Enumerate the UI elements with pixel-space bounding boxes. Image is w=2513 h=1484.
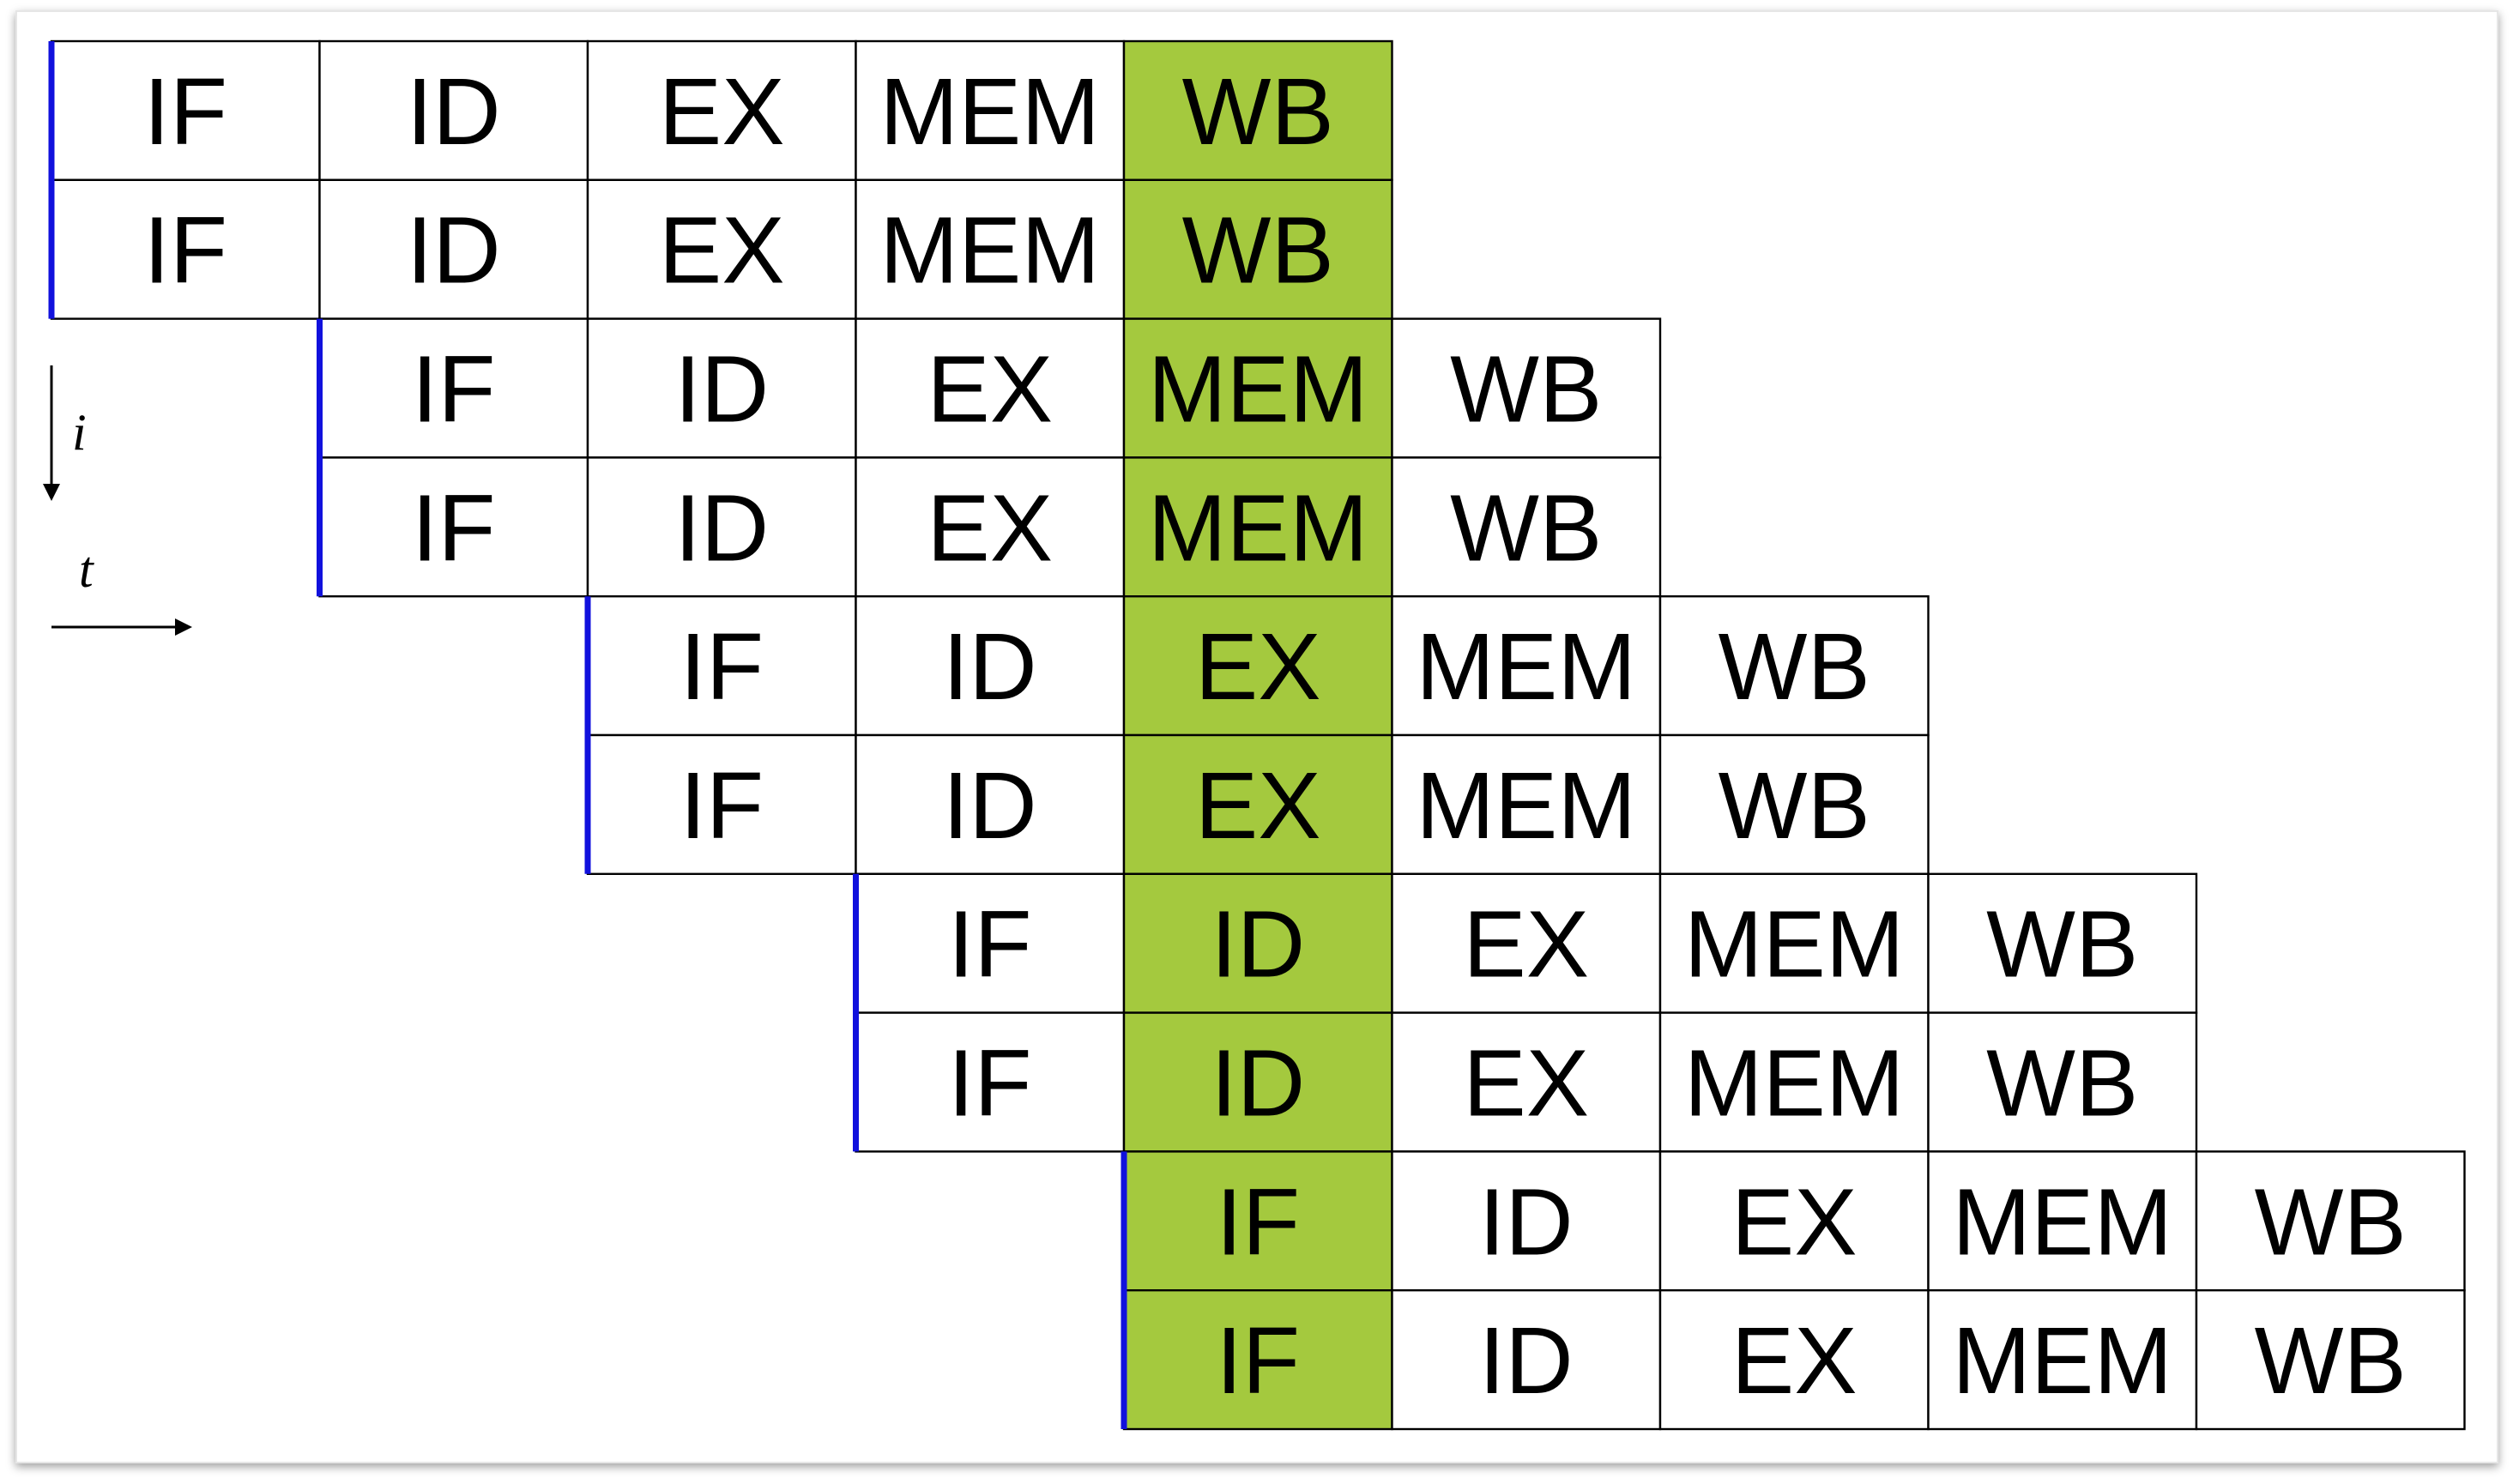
stage-label-id: ID — [674, 337, 769, 443]
stage-label-if: IF — [143, 59, 227, 165]
stage-label-ex: EX — [1195, 753, 1321, 859]
stage-label-if: IF — [948, 1031, 1032, 1137]
stage-label-mem: MEM — [1416, 614, 1636, 720]
stage-label-if: IF — [1216, 1308, 1300, 1414]
stage-label-id: ID — [407, 59, 501, 165]
stage-label-id: ID — [407, 198, 501, 304]
stage-label-mem: MEM — [1952, 1169, 2172, 1275]
stage-cell — [586, 178, 857, 320]
stage-label-wb: WB — [2255, 1169, 2407, 1275]
stage-label-mem: MEM — [1416, 753, 1636, 859]
stage-label-if: IF — [680, 753, 764, 859]
stage-label-id: ID — [1479, 1169, 1574, 1275]
stage-cell — [855, 595, 1126, 737]
stage-label-id: ID — [1211, 892, 1305, 998]
stage-label-if: IF — [412, 337, 496, 443]
stage-cell — [855, 39, 1126, 182]
stage-label-ex: EX — [1195, 614, 1321, 720]
stage-label-id: ID — [674, 475, 769, 581]
stage-cell — [586, 456, 857, 598]
stage-label-wb: WB — [1719, 753, 1870, 859]
stage-label-wb: WB — [1182, 59, 1334, 165]
stage-label-wb: WB — [2255, 1308, 2407, 1414]
stage-label-ex: EX — [1463, 1031, 1589, 1137]
stage-cell — [1122, 1288, 1393, 1431]
stage-label-wb: WB — [1986, 892, 2138, 998]
stage-cell — [50, 39, 321, 182]
stage-cell — [1391, 1288, 1662, 1431]
stage-cell — [1658, 1011, 1930, 1153]
stage-label-ex: EX — [659, 198, 785, 304]
stage-label-ex: EX — [1463, 892, 1589, 998]
instruction-axis-arrowhead — [43, 484, 60, 501]
stage-cell — [2195, 1150, 2466, 1292]
stage-label-mem: MEM — [1684, 892, 1905, 998]
stage-cell — [855, 872, 1126, 1014]
stage-label-if: IF — [948, 892, 1032, 998]
stage-label-ex: EX — [659, 59, 785, 165]
stage-label-ex: EX — [927, 475, 1053, 581]
stage-label-mem: MEM — [879, 198, 1100, 304]
stage-label-id: ID — [1479, 1308, 1574, 1414]
stage-label-ex: EX — [1731, 1169, 1858, 1275]
stage-cell — [1391, 456, 1662, 598]
stage-cell — [1122, 1011, 1393, 1153]
stage-label-mem: MEM — [1952, 1308, 2172, 1414]
stage-label-mem: MEM — [879, 59, 1100, 165]
stage-cell — [1927, 1288, 2198, 1431]
stage-label-wb: WB — [1182, 198, 1334, 304]
stage-cell — [318, 39, 589, 182]
stage-cell — [1122, 733, 1393, 876]
issue-markers — [48, 41, 1127, 1429]
stage-cell — [1391, 317, 1662, 459]
stage-label-mem: MEM — [1684, 1031, 1905, 1137]
stage-cell — [1658, 1150, 1930, 1292]
stage-label-ex: EX — [1731, 1308, 1858, 1414]
stage-cell — [855, 317, 1126, 459]
stage-cell — [586, 317, 857, 459]
stage-label-id: ID — [943, 614, 1037, 720]
stage-cell — [1122, 39, 1393, 182]
stage-label-wb: WB — [1719, 614, 1870, 720]
stage-cell — [1927, 872, 2198, 1014]
stage-label-mem: MEM — [1148, 337, 1368, 443]
stage-label-if: IF — [1216, 1169, 1300, 1275]
pipeline-diagram: IF ID EX MEM WB IF ID EX MEM WB IF ID EX MEM WB IF ID EX M… — [43, 39, 2466, 1431]
stage-cell — [1122, 317, 1393, 459]
stage-label-wb: WB — [1450, 475, 1602, 581]
time-axis-arrowhead — [175, 618, 192, 636]
axes-legend: i t — [43, 365, 192, 636]
stage-cell — [1927, 1011, 2198, 1153]
stage-label-if: IF — [680, 614, 764, 720]
stage-cell — [855, 1011, 1126, 1153]
stage-cell — [1122, 595, 1393, 737]
stage-cell — [586, 39, 857, 182]
stage-label-id: ID — [943, 753, 1037, 859]
stage-cell — [1122, 456, 1393, 598]
pipeline-grid: IF ID EX MEM WB IF ID EX MEM WB IF ID EX MEM WB IF ID EX M… — [50, 39, 2466, 1431]
stage-cell — [1658, 595, 1930, 737]
stage-label-ex: EX — [927, 337, 1053, 443]
stage-cell — [50, 178, 321, 320]
stage-cell — [855, 733, 1126, 876]
stage-cell — [1658, 733, 1930, 876]
stage-cell — [1122, 178, 1393, 320]
stage-cell — [1391, 1011, 1662, 1153]
time-axis-label: t — [79, 541, 94, 598]
instruction-axis-label: i — [72, 404, 87, 461]
stage-cell — [1391, 1150, 1662, 1292]
stage-label-mem: MEM — [1148, 475, 1368, 581]
stage-cell — [1658, 1288, 1930, 1431]
stage-cell — [586, 595, 857, 737]
stage-label-id: ID — [1211, 1031, 1305, 1137]
stage-label-if: IF — [143, 198, 227, 304]
diagram-card: IF ID EX MEM WB IF ID EX MEM WB IF ID EX MEM WB IF ID EX M… — [15, 10, 2498, 1463]
stage-label-wb: WB — [1986, 1031, 2138, 1137]
stage-cell — [2195, 1288, 2466, 1431]
stage-label-if: IF — [412, 475, 496, 581]
stage-label-wb: WB — [1450, 337, 1602, 443]
stage-cell — [1391, 733, 1662, 876]
stage-cell — [855, 456, 1126, 598]
